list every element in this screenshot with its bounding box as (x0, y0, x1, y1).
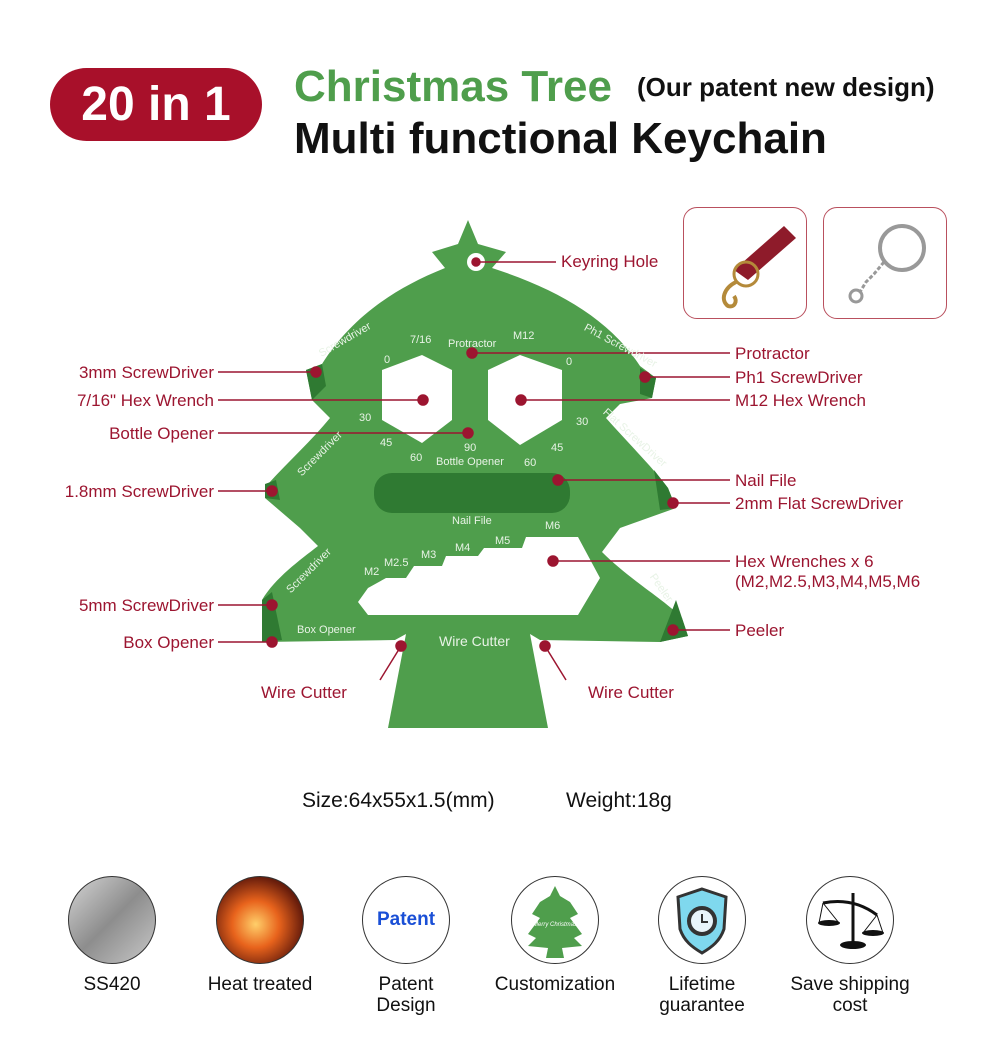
label-keyring-hole: Keyring Hole (561, 252, 659, 271)
engraving-0b: 0 (566, 356, 573, 368)
feature-label-line2: guarantee (659, 995, 745, 1016)
label-3mm-screwdriver: 3mm ScrewDriver (78, 363, 214, 382)
nail-file (374, 473, 570, 513)
hex-hole-716 (382, 355, 452, 443)
key-ring-icon (848, 224, 926, 304)
engraving-m3: M3 (421, 549, 437, 561)
label-2mm-flat-screwdriver: 2mm Flat ScrewDriver (735, 494, 904, 513)
engraving-m6: M6 (545, 520, 561, 532)
engraving-60b: 60 (524, 457, 537, 469)
label-wire-cutter-left: Wire Cutter (261, 683, 347, 702)
engraving-m2: M2 (364, 566, 380, 578)
label-m12-hex-wrench: M12 Hex Wrench (735, 391, 867, 410)
feature-ss420: SS420 (42, 876, 182, 995)
engraving-box: Box Opener (297, 624, 356, 636)
label-hex-wrench-sizes: (M2,M2.5,M3,M4,M5,M6 (735, 572, 921, 591)
leather-strap-icon (721, 226, 796, 309)
feature-label-line1: Patent (378, 974, 434, 995)
custom-tree-text: Merry Christmas (533, 922, 577, 928)
title-note: (Our patent new design) (637, 72, 935, 102)
feature-customization: Merry Christmas Customization (485, 876, 625, 995)
feature-label: SS420 (83, 974, 141, 995)
keychain-diagram (218, 220, 730, 728)
label-box-opener: Box Opener (123, 633, 214, 652)
heat-icon (216, 876, 304, 964)
feature-label-line2: cost (832, 995, 868, 1016)
annotation-lines (218, 257, 730, 681)
feature-label: Heat treated (207, 974, 313, 995)
shield-clock-icon (658, 876, 746, 964)
engraving-m4: M4 (455, 542, 471, 554)
engraving-45a: 45 (380, 437, 393, 449)
leather-strap-photo (683, 207, 807, 319)
title-keychain: Multi functional Keychain (294, 114, 827, 163)
engraving-wire: Wire Cutter (439, 633, 510, 649)
steel-disc-icon (68, 876, 156, 964)
feature-label-line2: Design (376, 995, 436, 1016)
label-5mm-screwdriver: 5mm ScrewDriver (78, 596, 214, 615)
engraving-protractor: Protractor (448, 338, 497, 350)
weight-spec: Weight:18g (566, 789, 672, 812)
engraving-bottle: Bottle Opener (436, 456, 504, 468)
patent-text: Patent (376, 909, 436, 930)
engraving-30b: 30 (576, 416, 589, 428)
label-hex-wrenches: Hex Wrenches x 6 (735, 552, 874, 571)
title-christmas-tree: Christmas Tree (294, 62, 612, 111)
custom-tree-icon: Merry Christmas (511, 876, 599, 964)
engraving-0a: 0 (384, 354, 391, 366)
feature-label: Customization (494, 974, 616, 995)
feature-label-line1: Save shipping (790, 974, 910, 995)
label-nail-file: Nail File (735, 471, 797, 490)
engraving-m5: M5 (495, 535, 511, 547)
label-peeler: Peeler (735, 621, 785, 640)
hex-wrench-cutout (358, 537, 600, 615)
label-1-8mm-screwdriver: 1.8mm ScrewDriver (64, 482, 214, 501)
engraving-m25: M2.5 (384, 557, 409, 569)
patent-icon: Patent (362, 876, 450, 964)
tree-shadow-right (640, 368, 688, 642)
size-spec: Size:64x55x1.5(mm) (302, 789, 495, 812)
label-wire-cutter-right: Wire Cutter (588, 683, 674, 702)
engraving-nail: Nail File (452, 515, 492, 527)
engraving-716: 7/16 (410, 334, 432, 346)
engraving-90: 90 (464, 442, 477, 454)
label-ph1-screwdriver: Ph1 ScrewDriver (735, 368, 863, 387)
badge-20-in-1: 20 in 1 (50, 68, 262, 141)
label-bottle-opener: Bottle Opener (109, 424, 214, 443)
engraving-30a: 30 (359, 412, 372, 424)
label-protractor: Protractor (735, 344, 810, 363)
tree-shadow-left (262, 364, 326, 642)
key-ring-photo (823, 207, 947, 319)
scale-icon (806, 876, 894, 964)
engraving-60a: 60 (410, 452, 423, 464)
engraving-45b: 45 (551, 442, 564, 454)
engraving-m12: M12 (513, 330, 535, 342)
feature-label-line1: Lifetime (668, 974, 736, 995)
feature-heat-treated: Heat treated (190, 876, 330, 995)
label-716-hex-wrench: 7/16" Hex Wrench (76, 391, 214, 410)
